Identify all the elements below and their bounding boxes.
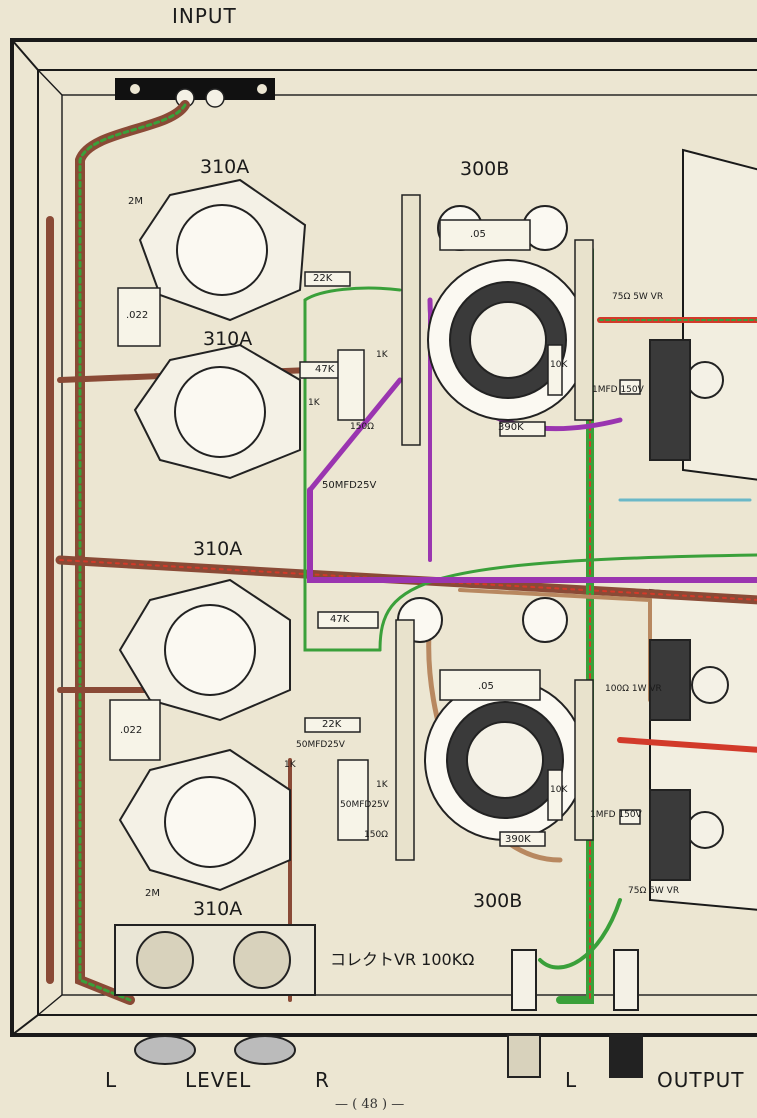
comp-10k-top: 10K — [550, 360, 568, 370]
comp-05-top: .05 — [470, 229, 486, 240]
tube-label-310a-4: 310A — [193, 898, 243, 920]
level-r-label: R — [315, 1068, 330, 1092]
comp-022-top: .022 — [126, 310, 149, 321]
comp-50mfd-top: 50MFD25V — [322, 480, 377, 491]
tube-label-310a-3: 310A — [193, 538, 243, 560]
comp-47k-top: 47K — [315, 364, 335, 375]
comp-05-bottom: .05 — [478, 681, 494, 692]
tube-sockets — [118, 178, 589, 892]
comp-2m-top: 2M — [128, 196, 143, 207]
tube-label-310a-1: 310A — [200, 156, 250, 178]
comp-390k-top: 390K — [498, 422, 524, 433]
level-label: LEVEL — [185, 1068, 252, 1092]
input-label: INPUT — [172, 4, 237, 28]
chassis-frame — [10, 38, 757, 1037]
tube-label-300b-2: 300B — [473, 890, 523, 912]
comp-1mfd-top: 1MFD 150V — [592, 385, 644, 395]
level-l-label: L — [105, 1068, 118, 1092]
component-bodies — [109, 219, 641, 847]
comp-390k-bottom: 390K — [505, 834, 531, 845]
comp-1k-b: 1K — [376, 350, 388, 360]
output-l-label: L — [565, 1068, 578, 1092]
comp-022-bottom: .022 — [120, 725, 143, 736]
tube-label-310a-2: 310A — [203, 328, 253, 350]
terminal-strips — [395, 194, 594, 861]
volume-control — [114, 924, 316, 1065]
comp-1k-a: 1K — [308, 398, 320, 408]
comp-50mfd-bottom: 50MFD25V — [340, 800, 389, 810]
comp-1k-c: 1K — [284, 760, 296, 770]
comp-vr75-bottom: 75Ω 5W VR — [628, 886, 680, 896]
page-number: — ( 48 ) — — [335, 1097, 405, 1112]
comp-150-top: 150Ω — [350, 422, 375, 432]
comp-vr75-top: 75Ω 5W VR — [612, 292, 664, 302]
comp-1mfd-bottom: 1MFD 150V — [590, 810, 642, 820]
controls-right — [649, 339, 729, 881]
comp-50mfd-mid: 50MFD25V — [296, 740, 345, 750]
output-label: OUTPUT — [657, 1068, 745, 1092]
comp-150-bottom: 150Ω — [364, 830, 389, 840]
comp-2m-bottom: 2M — [145, 888, 160, 899]
output-terminals — [507, 949, 643, 1078]
comp-10k-bottom: 10K — [550, 785, 568, 795]
comp-22k-bottom: 22K — [322, 719, 342, 730]
tube-label-300b-1: 300B — [460, 158, 510, 180]
comp-22k-top: 22K — [313, 273, 333, 284]
comp-47k-bottom: 47K — [330, 614, 350, 625]
comp-vr100-mid: 100Ω 1W VR — [605, 684, 662, 694]
volume-control-label: コレクトVR 100KΩ — [330, 950, 475, 969]
comp-1k-d: 1K — [376, 780, 388, 790]
input-jack-plate — [115, 78, 275, 108]
